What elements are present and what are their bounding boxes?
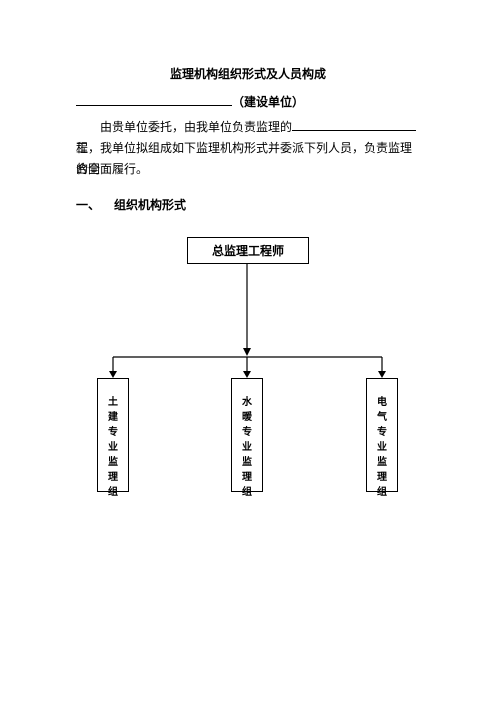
center-arrow-icon (243, 371, 251, 378)
hvac-char: 监 (242, 457, 252, 468)
document-title: 监理机构组织形式及人员构成 (169, 67, 326, 81)
civil-char: 建 (108, 412, 118, 423)
electrical-char: 监 (377, 457, 387, 468)
hvac-group-box: 水 暖 专 业 监 理 组 (231, 378, 263, 498)
addressee-blank[interactable] (76, 93, 232, 106)
electrical-char: 理 (377, 472, 387, 483)
project-name-blank[interactable] (292, 118, 417, 131)
civil-char: 监 (108, 457, 118, 468)
intro-paragraph: 由贵单位委托，由我单位负责监理的工 (76, 117, 422, 159)
section-title: 组织机构形式 (114, 198, 187, 212)
civil-char: 专 (108, 427, 118, 438)
section-heading: 一、组织机构形式 (76, 196, 186, 213)
civil-char: 组 (108, 487, 118, 498)
electrical-char: 业 (377, 442, 387, 453)
hvac-char: 业 (242, 442, 252, 453)
civil-char: 土 (108, 397, 118, 408)
right-arrow-icon (378, 371, 386, 378)
hvac-char: 理 (242, 472, 252, 483)
hvac-char: 水 (242, 397, 252, 408)
civil-char: 理 (108, 472, 118, 483)
intro-line-2: 程，我单位拟组成如下监理机构形式并委派下列人员，负责监理合同 (76, 141, 413, 176)
electrical-char: 气 (377, 412, 387, 423)
hvac-char: 组 (242, 487, 252, 498)
addressee-line: （建设单位） (76, 93, 304, 110)
electrical-char: 电 (377, 397, 387, 408)
left-arrow-icon (109, 371, 117, 378)
electrical-char: 专 (377, 427, 387, 438)
intro-line-3: 的全面履行。 (76, 162, 149, 176)
hvac-char: 暖 (242, 412, 252, 423)
intro-text-1: 由贵单位委托，由我单位负责监理的 (100, 120, 293, 134)
civil-group-box: 土 建 专 业 监 理 组 (97, 378, 129, 498)
intro-text-2: 工 (76, 141, 89, 155)
chief-supervisor-box: 总监理工程师 (187, 237, 309, 264)
civil-char: 业 (108, 442, 118, 453)
electrical-group-box: 电 气 专 业 监 理 组 (366, 378, 398, 498)
section-number: 一、 (76, 198, 101, 212)
chief-supervisor-label: 总监理工程师 (211, 244, 284, 258)
addressee-suffix: （建设单位） (232, 95, 305, 109)
electrical-char: 组 (377, 487, 387, 498)
trunk-arrow-icon (243, 348, 251, 356)
hvac-char: 专 (242, 427, 252, 438)
